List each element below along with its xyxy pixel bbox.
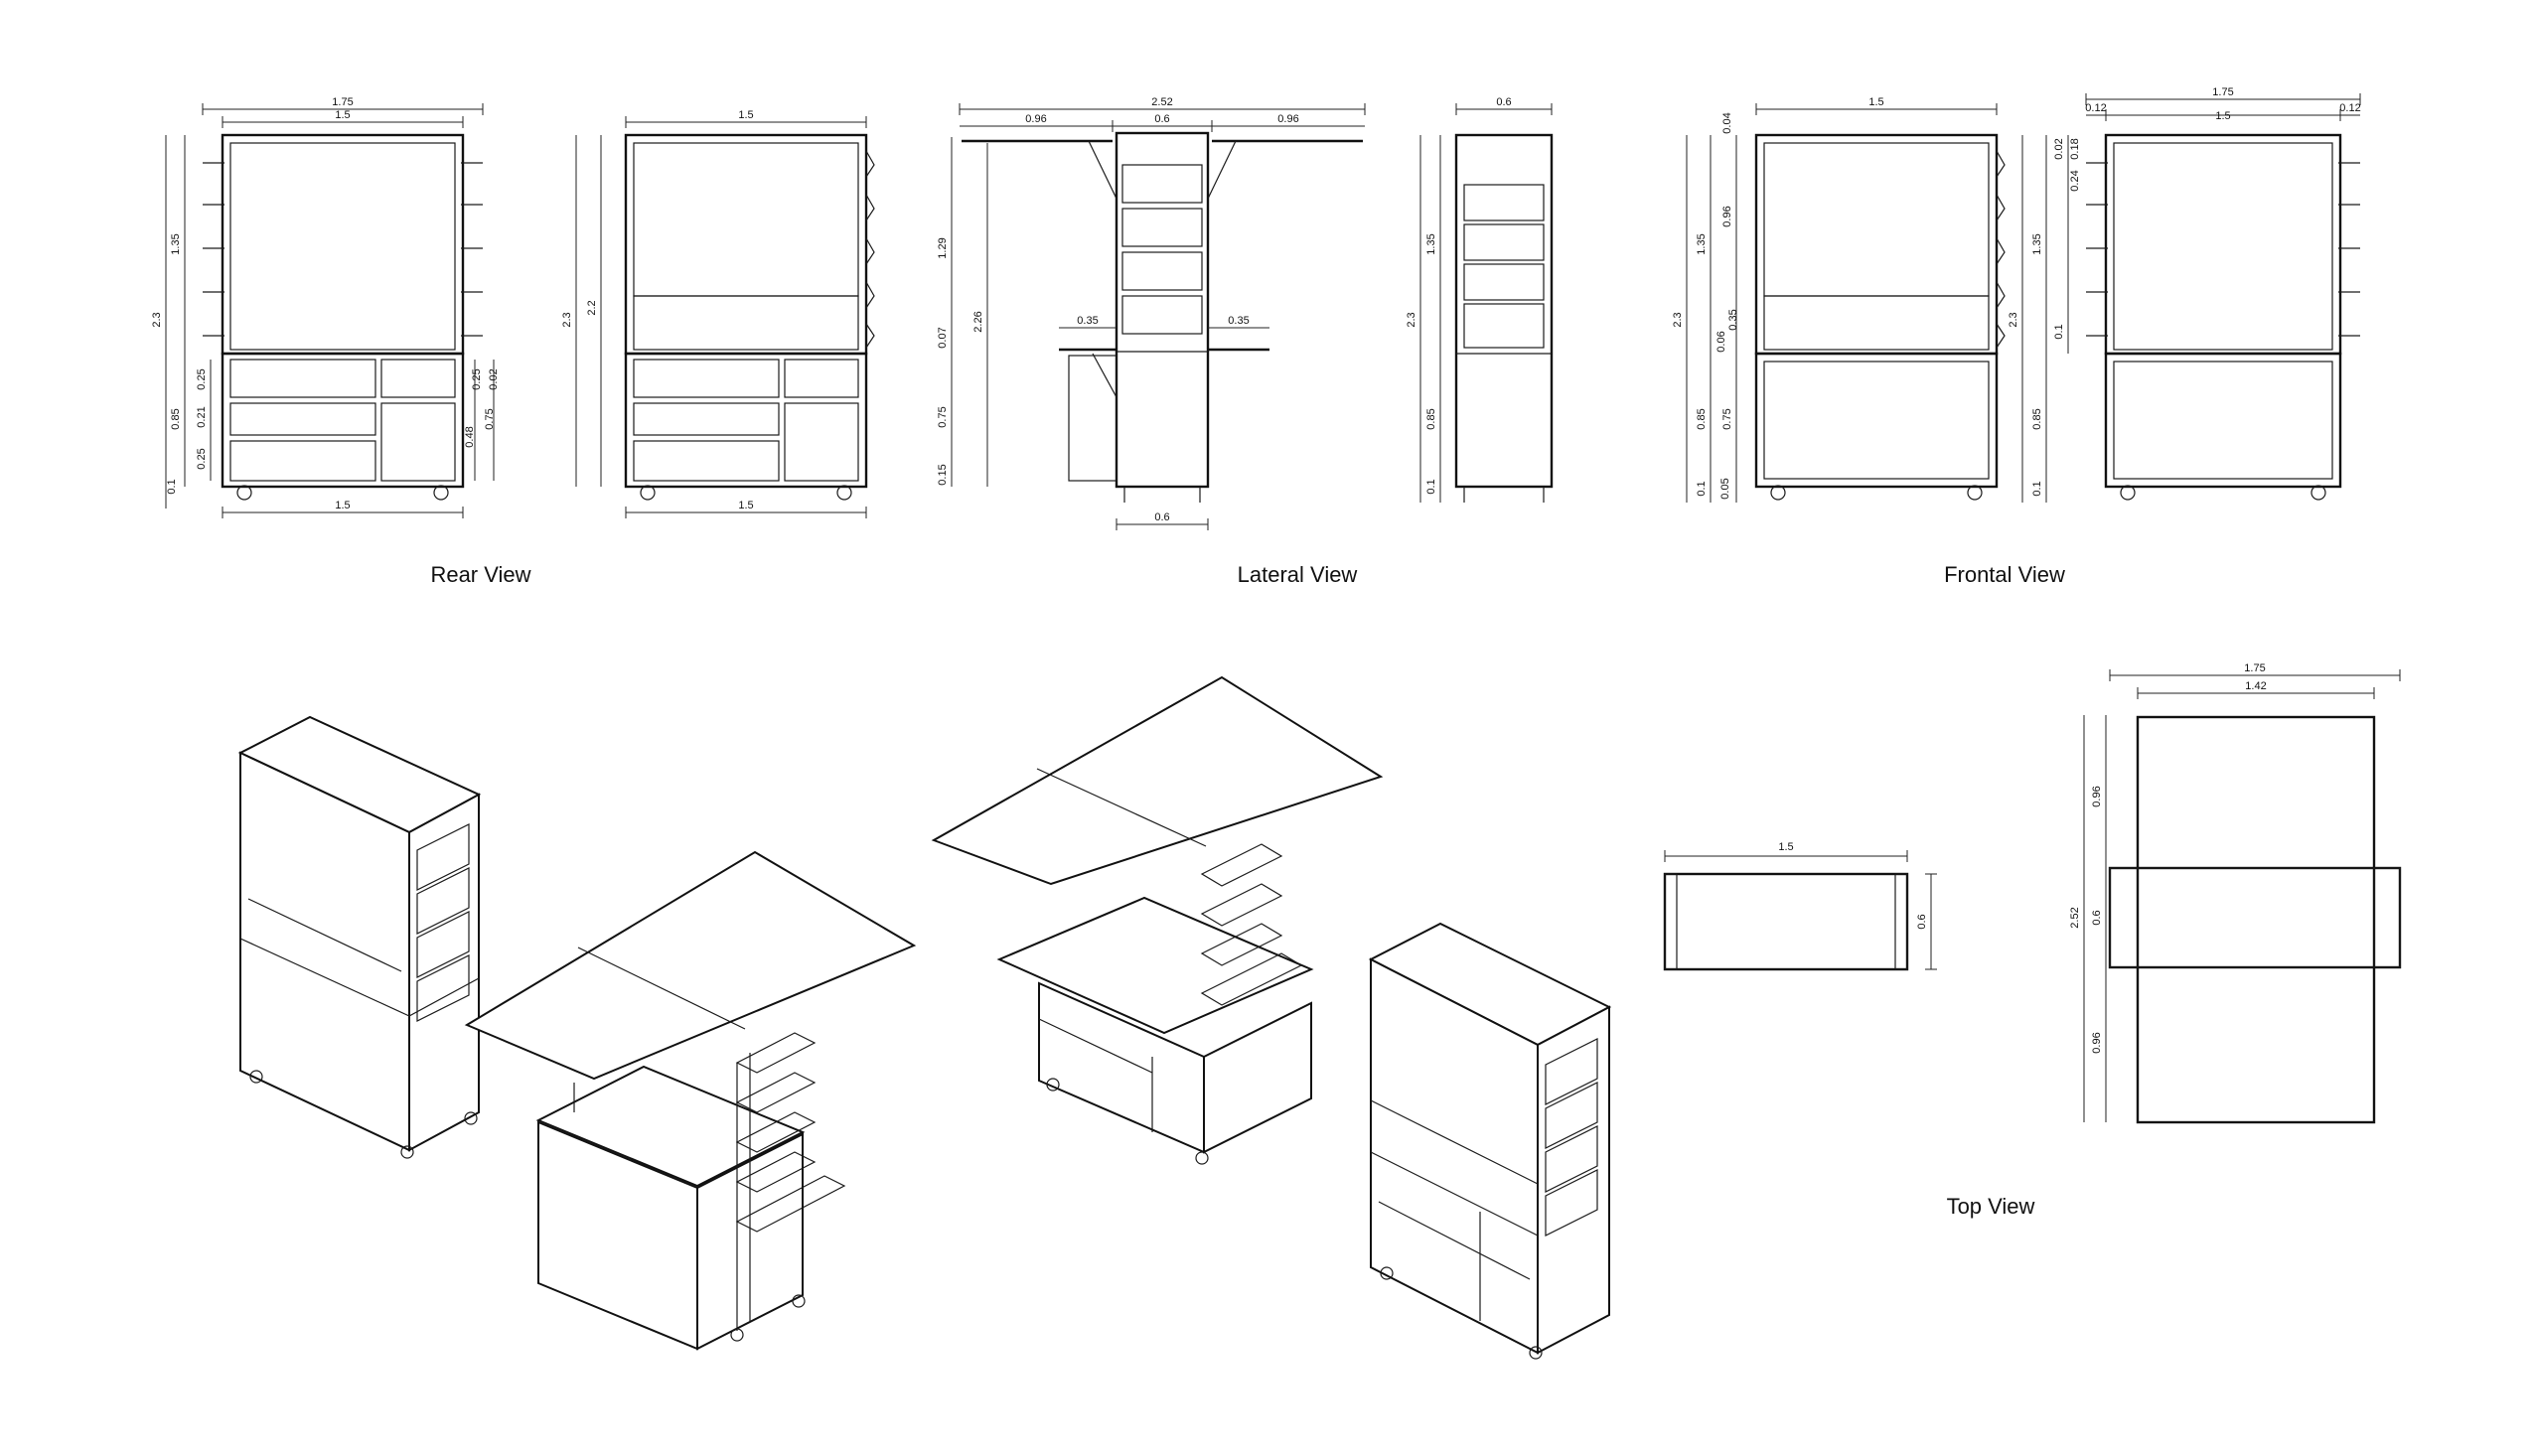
dim-front-d: 0.06 [1715,331,1727,352]
dim-rear-drawer-c: 0.25 [196,448,208,469]
dim-rear2-height-total: 2.3 [561,312,573,327]
lateral-view-closed: 0.6 2.3 1.35 0.85 0.1 [1406,96,1554,503]
dim-front-b: 0.96 [1721,206,1733,226]
dim-front-upper: 1.35 [1696,233,1708,254]
rear-view-open: 1.75 1.5 2.3 1.35 0.85 0.1 0.25 0.21 0.2… [151,96,500,518]
dim-front2-s2: 0.24 [2069,170,2081,191]
dim-rear2-width-bottom: 1.5 [738,500,753,511]
dim-rear-drawer-e: 0.02 [488,368,500,389]
dim-top2-wing-b: 0.96 [2091,1032,2103,1053]
dim-lat-gap: 0.07 [937,327,949,348]
dim-lat-shelf-left: 0.35 [1077,315,1098,327]
dim-front-a: 0.04 [1721,112,1733,133]
dim-front2-height-total: 2.3 [2008,312,2019,327]
dim-front2-wheel: 0.1 [2031,481,2043,496]
dim-front-c: 0.35 [1727,309,1739,330]
dim-top1-depth: 0.6 [1916,914,1928,929]
dim-front2-width-total: 1.75 [2212,86,2233,98]
top-view-open: 1.75 1.42 2.52 0.96 0.6 0.96 [2069,662,2402,1124]
dim-rear-height-upper: 1.35 [170,233,182,254]
caption-frontal-view: Frontal View [1944,562,2065,587]
dim-top2-depth-total: 2.52 [2069,907,2081,928]
dim-rear-drawer-a: 0.25 [196,368,208,389]
dim-top2-center: 0.6 [2091,910,2103,925]
dim-top2-width-inner: 1.42 [2245,680,2266,692]
dim-rear-drawer-b: 0.21 [196,406,208,427]
dim-front-wheel: 0.1 [1696,481,1708,496]
dim-top2-wing-a: 0.96 [2091,786,2103,806]
dim-rear-drawer-g: 0.75 [484,408,496,429]
top-view-closed: 1.5 0.6 [1663,841,1937,971]
dim-front-lower: 0.85 [1696,408,1708,429]
dim-front2-small: 0.1 [2053,324,2065,339]
dim-lat-center: 0.6 [1154,113,1169,125]
dim-front-f: 0.05 [1719,478,1731,499]
dim-rear-width-bottom: 1.5 [335,500,350,511]
dim-front-e: 0.75 [1721,408,1733,429]
frontal-view-closed: 1.5 2.3 1.35 0.85 0.1 0.04 0.96 0.35 0.0… [1672,96,2006,503]
dim-lat-bottom: 0.6 [1154,511,1169,523]
dim-rear-drawer-f: 0.48 [464,426,476,447]
dim-rear2-width: 1.5 [738,109,753,121]
dim-lat2-upper: 1.35 [1425,233,1437,254]
dim-rear-width-total: 1.75 [332,96,353,108]
dim-rear2-height-body: 2.2 [586,300,598,315]
dim-front-height-total: 2.3 [1672,312,1684,327]
dim-front2-left: 0.12 [2085,102,2106,114]
dim-lat2-height-total: 2.3 [1406,312,1417,327]
dim-front-width: 1.5 [1868,96,1883,108]
dim-front2-body: 1.5 [2215,110,2230,122]
dim-lat-wing-left: 0.96 [1025,113,1046,125]
dim-lat-width-total: 2.52 [1151,96,1172,108]
dim-rear-wheel: 0.1 [166,479,178,494]
dim-lat-height-upper: 1.29 [937,237,949,258]
caption-rear-view: Rear View [430,562,530,587]
isometric-open-cabinet-left [464,850,917,1351]
dim-front2-lower: 0.85 [2031,408,2043,429]
caption-lateral-view: Lateral View [1238,562,1358,587]
dim-rear-drawer-d: 0.25 [471,368,483,389]
dim-top2-width-total: 1.75 [2244,662,2265,674]
dim-lat2-wheel: 0.1 [1425,479,1437,494]
dim-lat2-width: 0.6 [1496,96,1511,108]
dim-front2-right: 0.12 [2339,102,2360,114]
dim-top1-width: 1.5 [1778,841,1793,853]
dim-rear-height-total: 2.3 [151,312,163,327]
dim-lat-height-total: 2.26 [972,311,984,332]
dim-front2-upper: 1.35 [2031,233,2043,254]
dim-lat2-lower: 0.85 [1425,408,1437,429]
dim-lat-wing-right: 0.96 [1277,113,1298,125]
isometric-closed-front [1368,922,1612,1360]
rear-view-closed: 1.5 2.3 2.2 1.5 [561,109,875,518]
isometric-open-cabinet-center [931,675,1384,1165]
dim-lat-wheel: 0.15 [937,464,949,485]
dim-rear-height-lower: 0.85 [170,408,182,429]
lateral-view-open: 2.52 0.96 0.6 0.96 1.29 0.07 0.75 0.15 2… [937,96,1366,530]
dim-front2-s1: 0.02 [2053,138,2065,159]
dim-lat-lower: 0.75 [937,406,949,427]
frontal-view-open: 1.75 0.12 1.5 0.12 2.3 1.35 0.85 0.1 0.0… [2008,86,2361,503]
dim-rear-width-body: 1.5 [335,109,350,121]
caption-top-view: Top View [1947,1194,2035,1219]
dim-front2-s3: 0.18 [2069,138,2081,159]
dim-lat-shelf-right: 0.35 [1228,315,1249,327]
isometric-closed-cabinet [237,715,482,1159]
